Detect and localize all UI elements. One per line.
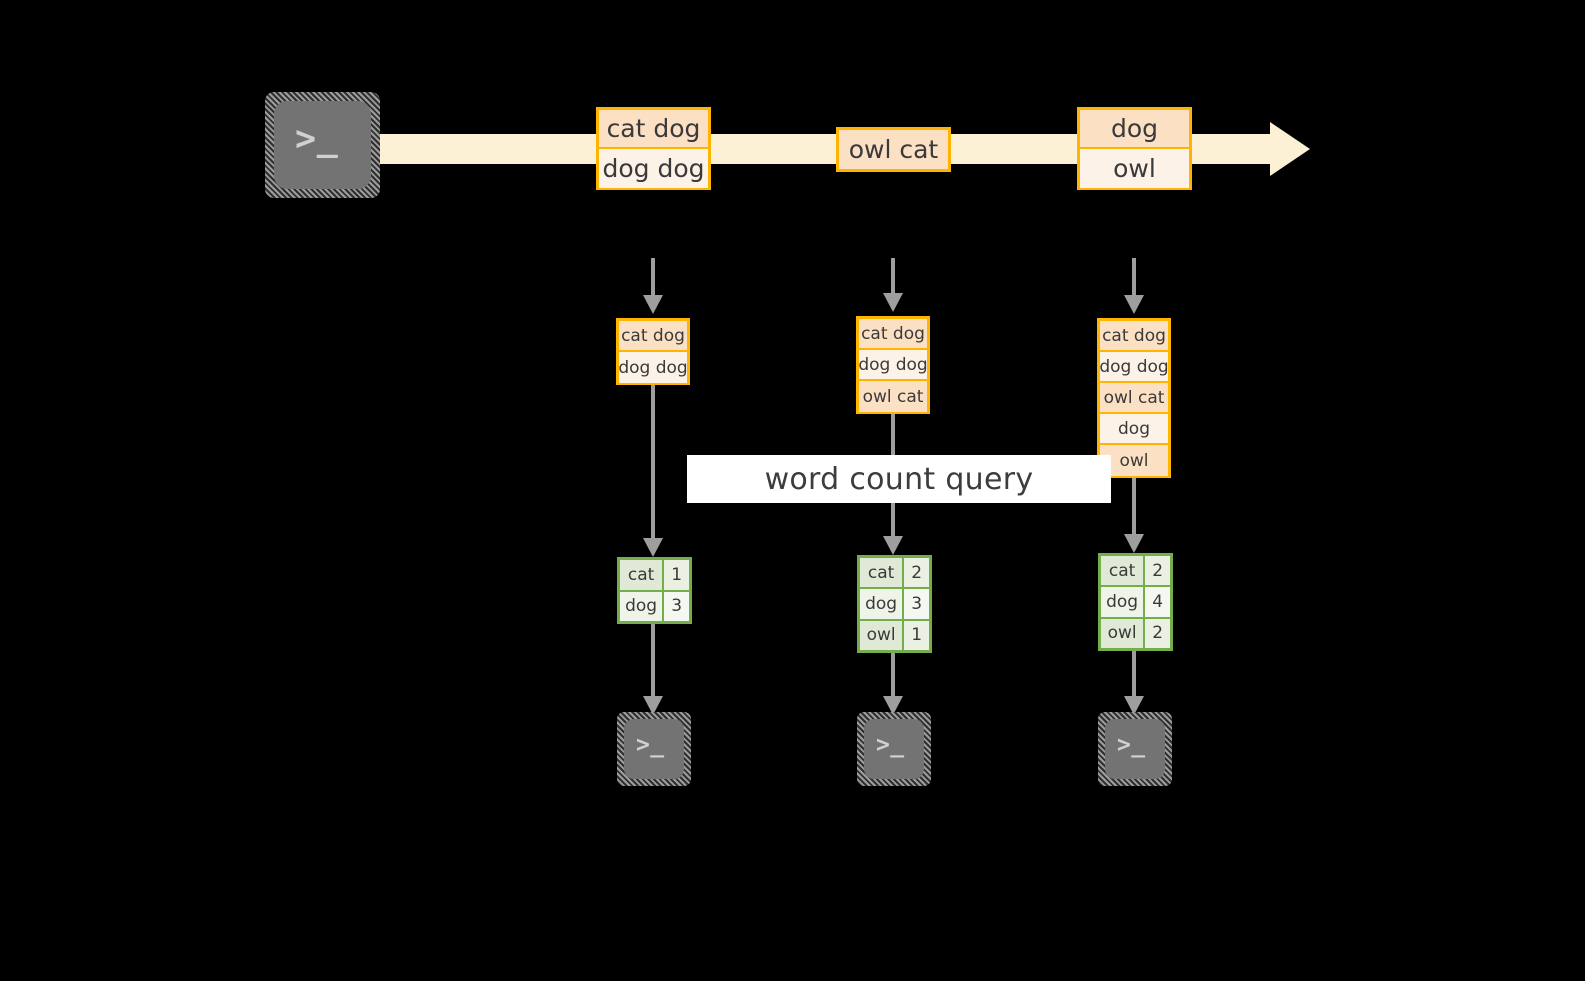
input-row: dog dog	[1100, 352, 1168, 383]
result-word: dog	[1101, 587, 1146, 617]
terminal-prompt-glyph: >_	[1117, 732, 1146, 758]
terminal-body	[624, 719, 684, 779]
stream-event-group-1[interactable]: cat dog dog dog	[596, 107, 711, 190]
snapshot-1-sink-terminal-icon[interactable]: >_	[617, 712, 691, 786]
snapshot-1-query-line	[651, 385, 655, 540]
result-word: dog	[620, 591, 665, 621]
snapshot-1-query-arrowhead-icon	[643, 538, 663, 557]
result-count: 1	[664, 560, 689, 590]
terminal-body	[274, 101, 371, 189]
snapshot-2-query-arrowhead-icon	[883, 536, 903, 555]
source-terminal-icon[interactable]: >_	[265, 92, 380, 198]
event-line: owl cat	[839, 130, 948, 169]
stream-arrowhead-icon	[1270, 122, 1310, 176]
snapshot-1-sink-line	[651, 624, 655, 698]
stream-event-group-2[interactable]: owl cat	[836, 127, 951, 172]
snapshot-2-sink-line	[891, 653, 895, 698]
input-row: dog dog	[619, 352, 687, 383]
snapshot-2-sink-arrowhead-icon	[883, 696, 903, 715]
stream-event-group-3[interactable]: dog owl	[1077, 107, 1192, 190]
input-row: dog	[1100, 414, 1168, 445]
input-row: owl cat	[1100, 383, 1168, 414]
terminal-prompt-glyph: >_	[636, 732, 665, 758]
snapshot-2-sink-terminal-icon[interactable]: >_	[857, 712, 931, 786]
table-row: cat 2	[1101, 556, 1170, 588]
snapshot-3-result-table[interactable]: cat 2 dog 4 owl 2	[1098, 553, 1173, 651]
input-row: cat dog	[619, 321, 687, 352]
event-line: owl	[1080, 149, 1189, 188]
input-row: cat dog	[859, 319, 927, 350]
terminal-prompt-glyph: >_	[876, 732, 905, 758]
snapshot-3-sink-line	[1132, 651, 1136, 698]
snapshot-3-sink-arrowhead-icon	[1124, 696, 1144, 715]
snapshot-3-input-box[interactable]: cat dog dog dog owl cat dog owl	[1097, 318, 1171, 478]
snapshot-2-result-table[interactable]: cat 2 dog 3 owl 1	[857, 555, 932, 653]
table-row: owl 2	[1101, 618, 1170, 648]
event-line: dog	[1080, 110, 1189, 149]
terminal-body	[864, 719, 924, 779]
word-count-query-label: word count query	[687, 455, 1111, 503]
result-word: cat	[620, 560, 665, 590]
input-row: cat dog	[1100, 321, 1168, 352]
snapshot-3-query-line	[1132, 478, 1136, 537]
snapshot-3-query-arrowhead-icon	[1124, 534, 1144, 553]
snapshot-3-capture-line	[1132, 258, 1136, 296]
result-count: 1	[904, 620, 929, 650]
result-count: 2	[904, 558, 929, 588]
table-row: dog 3	[860, 589, 929, 621]
terminal-body	[1105, 719, 1165, 779]
result-word: dog	[860, 589, 905, 619]
snapshot-1-input-box[interactable]: cat dog dog dog	[616, 318, 690, 385]
event-line: cat dog	[599, 110, 708, 149]
input-row: owl cat	[859, 381, 927, 412]
snapshot-1-result-table[interactable]: cat 1 dog 3	[617, 557, 692, 624]
snapshot-3-sink-terminal-icon[interactable]: >_	[1098, 712, 1172, 786]
table-row: cat 2	[860, 558, 929, 590]
word-count-query-label-text: word count query	[764, 461, 1034, 497]
snapshot-1-capture-line	[651, 258, 655, 296]
result-count: 4	[1145, 587, 1170, 617]
snapshot-2-input-box[interactable]: cat dog dog dog owl cat	[856, 316, 930, 414]
table-row: dog 4	[1101, 587, 1170, 619]
result-count: 2	[1145, 618, 1170, 648]
snapshot-2-capture-line	[891, 258, 895, 296]
result-count: 3	[904, 589, 929, 619]
table-row: dog 3	[620, 591, 689, 621]
table-row: owl 1	[860, 620, 929, 650]
snapshot-3-capture-arrowhead-icon	[1124, 295, 1144, 314]
result-count: 3	[664, 591, 689, 621]
table-row: cat 1	[620, 560, 689, 592]
result-word: cat	[1101, 556, 1146, 586]
result-word: owl	[1101, 618, 1146, 648]
snapshot-2-capture-arrowhead-icon	[883, 293, 903, 312]
snapshot-1-sink-arrowhead-icon	[643, 696, 663, 715]
result-count: 2	[1145, 556, 1170, 586]
result-word: cat	[860, 558, 905, 588]
event-line: dog dog	[599, 149, 708, 188]
result-word: owl	[860, 620, 905, 650]
terminal-prompt-glyph: >_	[295, 119, 339, 159]
input-row: owl	[1100, 445, 1168, 476]
snapshot-1-capture-arrowhead-icon	[643, 295, 663, 314]
input-row: dog dog	[859, 350, 927, 381]
